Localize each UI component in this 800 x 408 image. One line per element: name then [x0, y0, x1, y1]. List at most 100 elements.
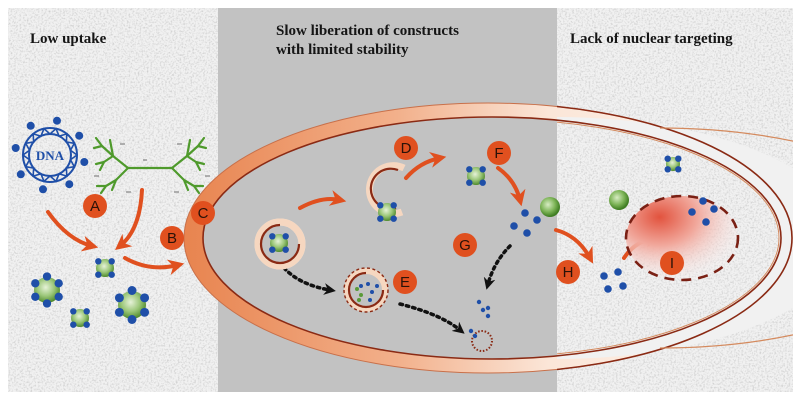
- dna-bead: [108, 271, 115, 278]
- dna-dot: [476, 299, 482, 305]
- step-badge-circle: [83, 194, 107, 218]
- dna-cap-blob: [75, 131, 84, 140]
- polyplex-released: [466, 166, 486, 186]
- dna-bead: [95, 271, 102, 278]
- step-label-h: H: [556, 260, 580, 284]
- dna-bead: [108, 258, 115, 265]
- step-badge-circle: [487, 141, 511, 165]
- step-badge-text: I: [670, 255, 674, 272]
- step-badge-text: C: [198, 205, 209, 222]
- dna-dot: [688, 208, 696, 216]
- dotted-arrow-vesicle-to-e: [282, 266, 336, 295]
- step-badge-circle: [556, 260, 580, 284]
- free-dna-dots-cytoplasm: [600, 268, 627, 293]
- dna-bead: [675, 166, 682, 173]
- step-label-b: B: [160, 226, 184, 250]
- dna-dot: [485, 313, 491, 319]
- dna-dot: [370, 290, 374, 294]
- dna-dot: [355, 287, 359, 291]
- dotted-arrows: [282, 244, 512, 334]
- arrow-a-left: [46, 210, 99, 252]
- dna-bead: [127, 315, 137, 324]
- dna-bead: [140, 307, 150, 317]
- endosome-vesicle: [254, 218, 306, 270]
- panel-title-slow-liberation-line1: Slow liberation of constructs: [276, 23, 459, 39]
- dna-bead: [70, 308, 77, 315]
- polyplex-small: [70, 308, 90, 328]
- dna-bead: [664, 166, 671, 173]
- arrow-f: [496, 166, 526, 207]
- dna-dot: [472, 333, 478, 339]
- dna-bead: [42, 272, 52, 281]
- arrow-h: [554, 228, 594, 264]
- dna-bead: [269, 233, 276, 240]
- polyplex-core: [118, 291, 146, 319]
- arrow-c-d: [298, 190, 347, 210]
- particles-layer: [31, 155, 718, 339]
- dna-cap-blob: [53, 116, 61, 125]
- dna-dot: [359, 293, 363, 297]
- dna-dot: [614, 268, 622, 276]
- lysosome-dna-fragments: [359, 282, 379, 302]
- dna-dot: [710, 205, 718, 213]
- step-badge-text: B: [167, 230, 177, 247]
- polyplex-in-endosome: [269, 233, 289, 253]
- dna-dot: [357, 298, 361, 302]
- step-badge-circle: [191, 201, 215, 225]
- dna-bead: [377, 215, 384, 222]
- dna-dot: [533, 216, 541, 224]
- step-badge-text: A: [90, 198, 100, 215]
- dna-dot: [619, 282, 627, 290]
- dna-bead: [31, 292, 40, 301]
- dna-dot: [480, 307, 486, 313]
- dna-dot: [523, 229, 531, 237]
- dna-bead: [114, 307, 124, 317]
- dna-dot: [468, 328, 474, 334]
- left-panel-noise: [8, 8, 218, 392]
- step-label-d: D: [394, 136, 418, 160]
- polyplex-core: [34, 277, 60, 303]
- step-badge-circle: [394, 136, 418, 160]
- arrow-a-right: [115, 188, 144, 251]
- dna-dot: [521, 209, 529, 217]
- dna-dot: [702, 218, 710, 226]
- polyplex-large: [114, 286, 150, 324]
- dna-bead: [390, 202, 397, 209]
- step-badge-circle: [160, 226, 184, 250]
- step-badge-text: F: [494, 145, 503, 162]
- dna-dot: [604, 285, 612, 293]
- dna-dot: [510, 222, 518, 230]
- lysosome-polymer-fragments: [355, 287, 363, 302]
- step-label-c: C: [191, 201, 215, 225]
- dna-bead: [675, 155, 682, 162]
- dna-bead: [479, 166, 486, 173]
- panel-title-slow-liberation: Slow liberation of constructs with limit…: [276, 22, 459, 60]
- dendrimer-charges: [94, 143, 210, 193]
- nucleus: [624, 194, 740, 282]
- dna-bead: [466, 179, 473, 186]
- dna-bead: [140, 293, 150, 303]
- dna-bead: [95, 258, 102, 265]
- titles-layer: Low uptake Slow liberation of constructs…: [30, 22, 733, 60]
- step-badge-text: H: [563, 264, 574, 281]
- dna-bead: [70, 321, 77, 328]
- step-label-g: G: [453, 233, 477, 257]
- dna-helix-strand: [21, 127, 78, 183]
- dna-cap-blob: [11, 144, 20, 152]
- dna-bead: [466, 166, 473, 173]
- step-badge-text: G: [459, 237, 471, 254]
- dna-bead: [377, 202, 384, 209]
- dna-cap-blob: [16, 170, 25, 179]
- free-dna-dots: [510, 209, 541, 237]
- dna-bead: [282, 233, 289, 240]
- dna-dot: [366, 282, 370, 286]
- step-badge-circle: [453, 233, 477, 257]
- dna-cap-blob: [65, 180, 74, 189]
- dna-bead: [269, 246, 276, 253]
- lysosome-vesicle: [343, 267, 389, 313]
- dna-bead: [54, 292, 63, 301]
- step-badge-text: E: [400, 274, 410, 291]
- dna-label: DNA: [36, 148, 65, 163]
- step-labels: A B C D E F G H I: [83, 136, 684, 294]
